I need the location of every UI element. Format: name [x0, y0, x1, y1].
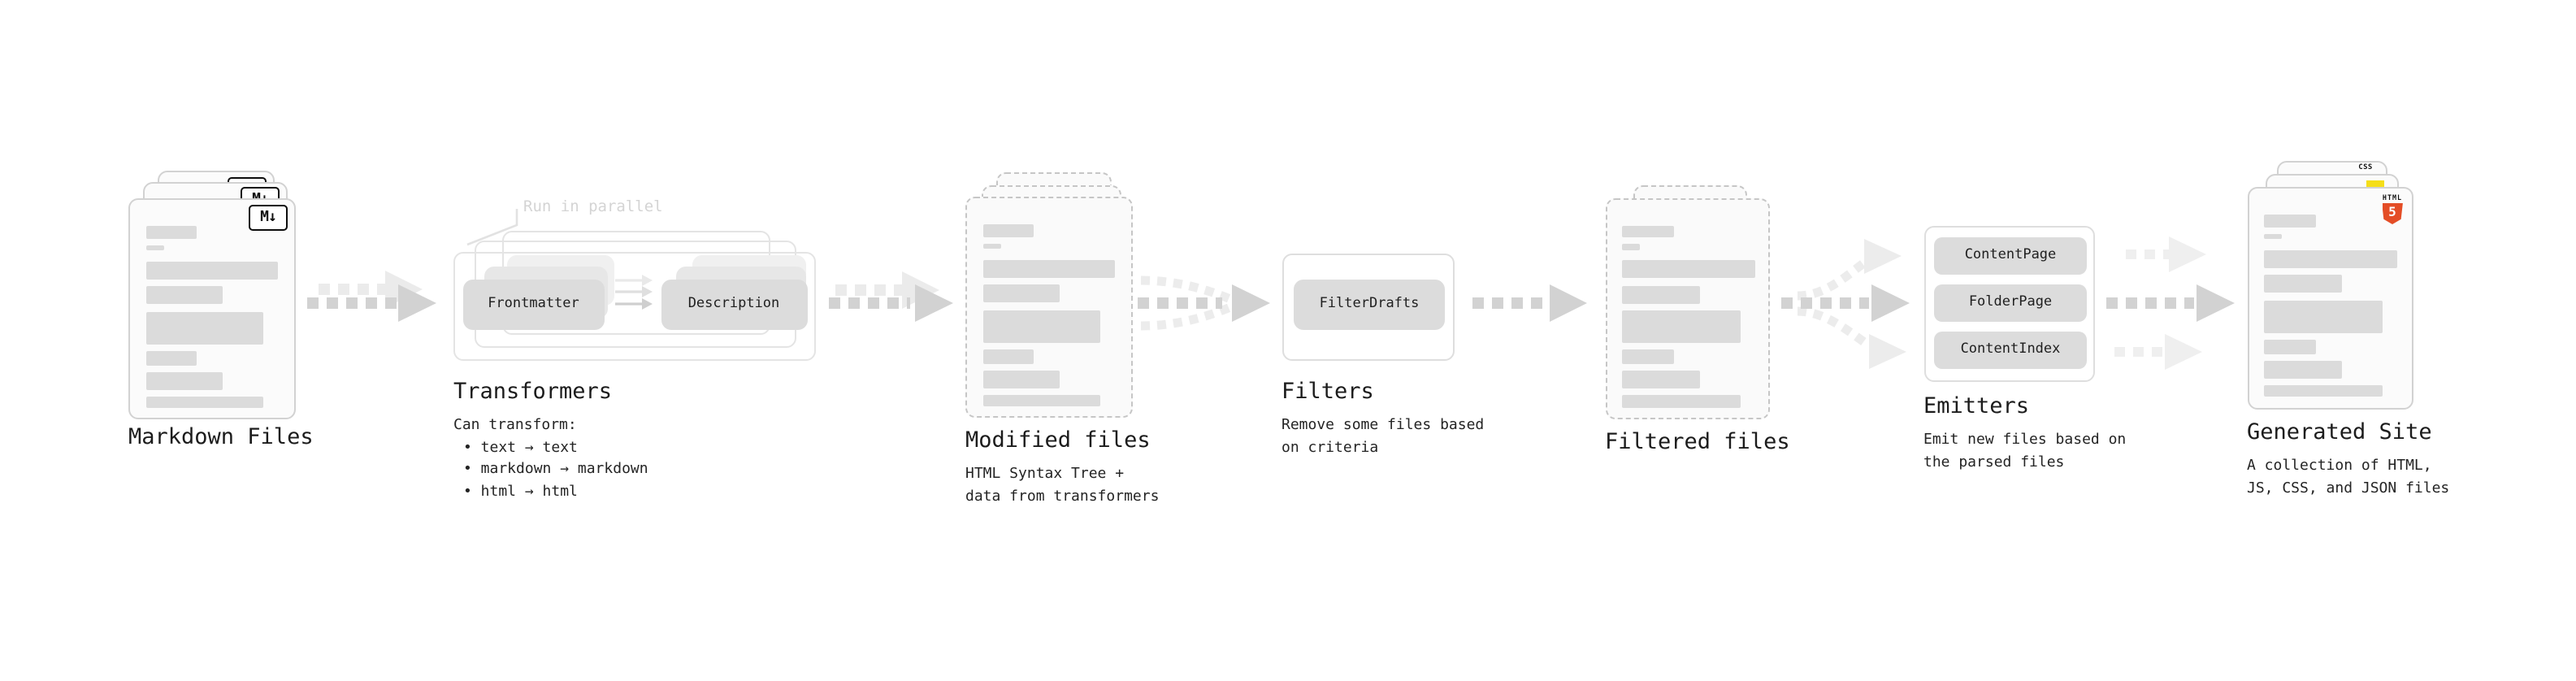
markdown-files-label: Markdown Files: [128, 425, 314, 462]
generated-file-card-front: HTML 5: [2247, 187, 2413, 409]
arrow-transformers-to-modified-icon: [829, 271, 953, 322]
transformer-frame-front: [453, 252, 815, 360]
section-title: Filtered files: [1605, 428, 1790, 454]
filterdrafts-pill: FilterDrafts: [1294, 279, 1445, 330]
folderpage-pill: FolderPage: [1934, 284, 2087, 322]
caption-line: the parsed files: [1923, 454, 2065, 471]
section-title: Filters: [1281, 378, 1374, 404]
modified-file-card-front: [965, 197, 1132, 417]
file-content-placeholder: [145, 226, 278, 408]
caption-line: HTML Syntax Tree +: [965, 466, 1125, 483]
caption-line: JS, CSS, and JSON files: [2247, 480, 2450, 497]
filtered-file-card-front: [1605, 197, 1770, 419]
frontmatter-pill: Frontmatter: [463, 279, 604, 330]
file-content-placeholder: [2264, 215, 2396, 397]
contentindex-pill: ContentIndex: [1934, 332, 2087, 369]
description-pill: Description: [661, 279, 807, 330]
file-content-placeholder: [982, 224, 1115, 406]
caption-line: Remove some files based: [1281, 418, 1485, 434]
filters-frame: [1281, 254, 1455, 360]
filters-label: Filters Remove some files based on crite…: [1281, 380, 1484, 460]
arrow-filtered-to-emitters-icon: [1781, 239, 1910, 369]
caption-line: on criteria: [1281, 440, 1379, 456]
caption-line: Emit new files based on: [1923, 432, 2127, 449]
caption-bullet: • markdown → markdown: [463, 462, 648, 478]
modified-files-label: Modified files HTML Syntax Tree + data f…: [965, 428, 1159, 509]
caption-line: A collection of HTML,: [2247, 458, 2432, 475]
html5-icon: HTML 5: [2380, 193, 2405, 224]
section-title: Modified files: [965, 427, 1151, 453]
section-title: Transformers: [453, 378, 613, 404]
js-icon: [2366, 180, 2384, 189]
filtered-files-label: Filtered files: [1605, 430, 1790, 466]
contentpage-pill: ContentPage: [1934, 237, 2087, 275]
arrow-filters-to-filtered-icon: [1472, 284, 1587, 322]
section-title: Generated Site: [2247, 419, 2432, 445]
section-title: Markdown Files: [128, 423, 314, 449]
section-title: Emitters: [1923, 393, 2030, 419]
caption-bullet: • html → html: [463, 484, 578, 500]
transformers-label: Transformers Can transform: • text → tex…: [453, 380, 648, 504]
generated-site-label: Generated Site A collection of HTML, JS,…: [2247, 420, 2449, 501]
caption-bullet: • text → text: [463, 440, 578, 456]
arrow-modified-to-filters-icon: [1138, 275, 1270, 331]
markdown-file-card-front: M↓: [128, 198, 295, 419]
markdown-icon: M↓: [249, 204, 288, 230]
arrow-emitters-to-generated-icon: [2106, 236, 2235, 370]
emitters-frame: [1923, 226, 2095, 382]
emitters-label: Emitters Emit new files based on the par…: [1923, 394, 2126, 475]
arrow-markdown-to-transformers-icon: [307, 271, 436, 322]
caption-line: Can transform:: [453, 418, 577, 434]
file-content-placeholder: [1622, 225, 1754, 407]
caption-line: data from transformers: [965, 488, 1160, 505]
run-in-parallel-annotation: Run in parallel: [523, 197, 663, 215]
